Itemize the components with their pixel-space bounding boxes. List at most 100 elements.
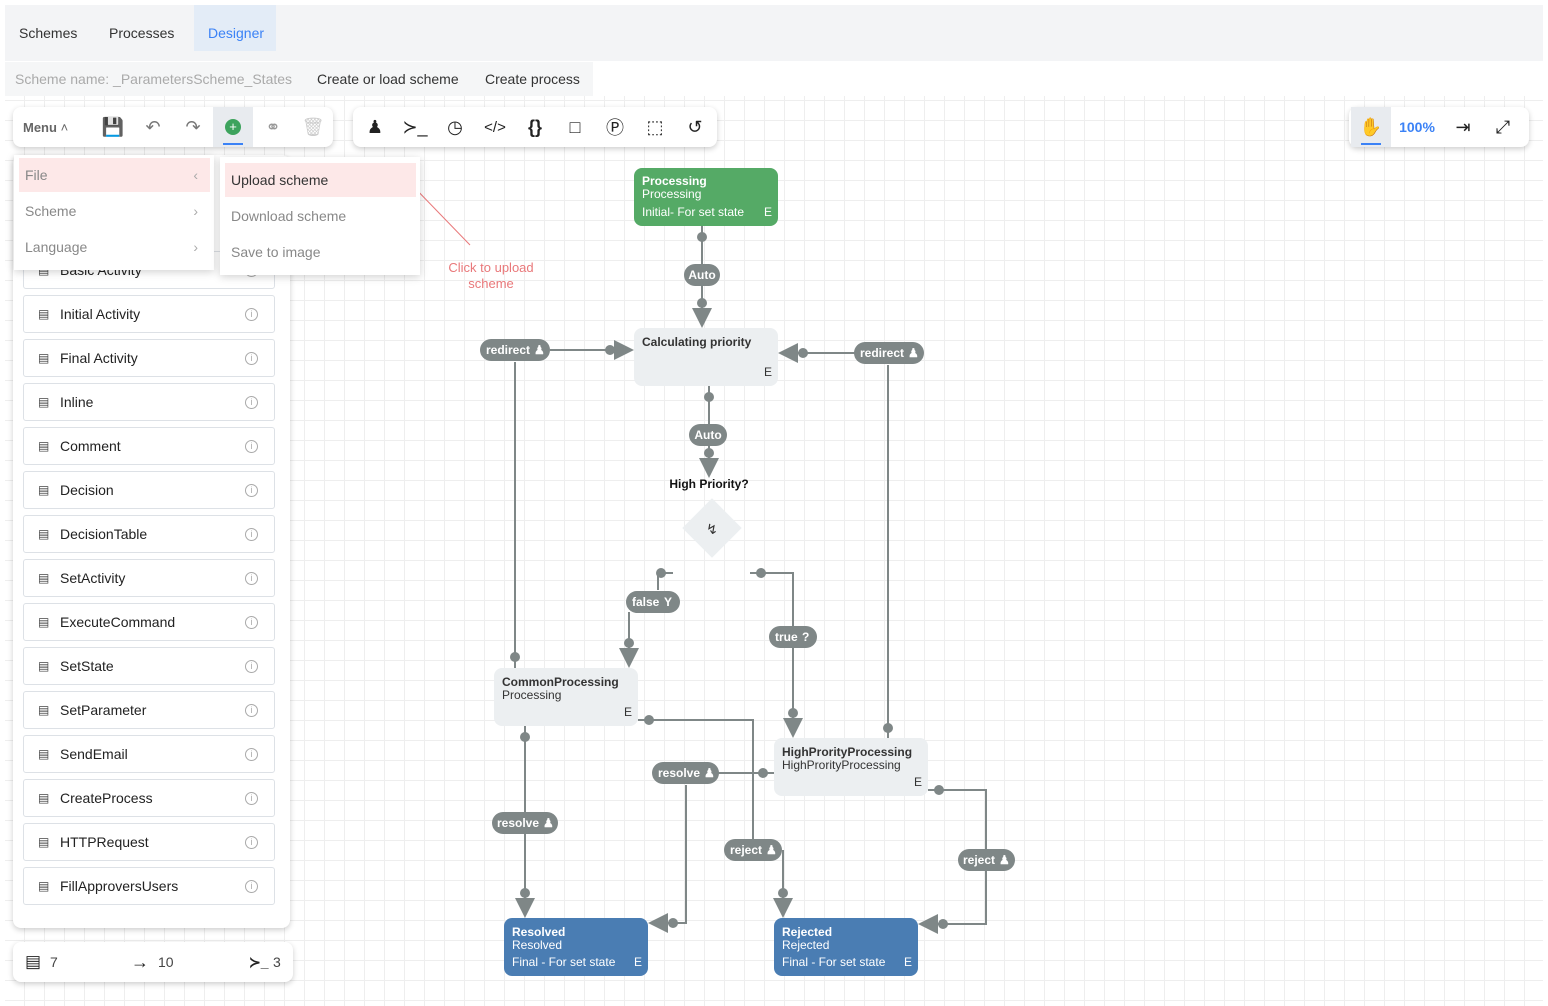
node-common-processing[interactable]: CommonProcessing Processing E: [494, 668, 638, 726]
menu-item-save-to-image[interactable]: Save to image: [231, 244, 321, 260]
label-redirect-left[interactable]: redirect: [486, 343, 530, 357]
label-false[interactable]: false: [632, 595, 660, 609]
main-menu: File‹ Scheme› Language›: [14, 155, 214, 270]
scheme-name-input[interactable]: Scheme name: _ParametersScheme_States: [15, 71, 293, 87]
node-high-priority-decision[interactable]: High Priority? ↯: [669, 477, 749, 558]
info-icon[interactable]: i: [245, 615, 258, 629]
label-auto2[interactable]: Auto: [694, 428, 721, 442]
info-icon[interactable]: i: [245, 835, 258, 849]
svg-text:High Priority?: High Priority?: [669, 477, 748, 491]
selection-icon[interactable]: ⬚: [646, 116, 664, 137]
label-auto1[interactable]: Auto: [688, 268, 715, 282]
history-icon[interactable]: ↺: [687, 116, 703, 137]
svg-text:Final - For set state: Final - For set state: [782, 955, 886, 969]
main-toolbar: Menu ˄ 💾 ↶ ↷ + ⚭ 🗑: [13, 107, 333, 147]
label-resolve1[interactable]: resolve: [497, 816, 539, 830]
node-rejected[interactable]: Rejected Rejected Final - For set state …: [774, 918, 918, 976]
info-icon[interactable]: i: [245, 351, 258, 365]
fullscreen-icon[interactable]: ⤢: [1495, 116, 1511, 137]
delete-icon[interactable]: 🗑: [301, 116, 325, 137]
node-processing[interactable]: Processing Processing Initial- For set s…: [634, 168, 778, 226]
info-icon[interactable]: i: [245, 703, 258, 717]
code-icon[interactable]: </>: [484, 118, 506, 136]
tab-designer[interactable]: Designer: [194, 5, 276, 51]
label-redirect-right[interactable]: redirect: [860, 346, 904, 360]
menu-item-download-scheme[interactable]: Download scheme: [231, 208, 347, 224]
label-reject2[interactable]: reject: [963, 853, 995, 867]
activity-icon: ▤: [38, 615, 50, 629]
menu-item-scheme[interactable]: Scheme›: [25, 203, 198, 219]
svg-text:Calculating priority: Calculating priority: [642, 335, 752, 349]
palette-item-label: DecisionTable: [60, 526, 148, 542]
tab-processes[interactable]: Processes: [109, 25, 175, 41]
info-icon[interactable]: i: [245, 747, 258, 761]
info-icon[interactable]: i: [245, 571, 258, 585]
toggle-icon[interactable]: ⚭: [265, 116, 281, 137]
redo-icon[interactable]: ↷: [185, 116, 201, 137]
svg-text:CommonProcessing: CommonProcessing: [502, 675, 619, 689]
save-icon[interactable]: 💾: [101, 116, 125, 137]
node-calculating-priority[interactable]: Calculating priority E: [634, 328, 778, 386]
timer-icon[interactable]: ◷: [447, 116, 463, 137]
info-icon[interactable]: i: [245, 307, 258, 321]
palette-item-label: SetState: [60, 658, 114, 674]
svg-text:Processing: Processing: [642, 174, 707, 188]
edge-true[interactable]: [750, 572, 803, 738]
activity-icon: ▤: [38, 659, 50, 673]
add-icon[interactable]: +: [213, 107, 253, 147]
activity-icon: ▤: [38, 879, 50, 893]
node-resolved[interactable]: Resolved Resolved Final - For set state …: [504, 918, 648, 976]
menu-button[interactable]: Menu ˄: [23, 119, 69, 135]
transitions-icon: →: [131, 952, 149, 972]
command-icon[interactable]: ≻_: [402, 116, 428, 137]
info-icon[interactable]: i: [245, 527, 258, 541]
parameter-icon[interactable]: Ⓟ: [606, 118, 624, 138]
undo-icon[interactable]: ↶: [145, 116, 161, 137]
svg-text:♟: ♟: [908, 346, 919, 360]
activities-icon: ▤: [25, 952, 42, 971]
info-icon[interactable]: i: [245, 659, 258, 673]
menu-item-language[interactable]: Language›: [25, 239, 198, 255]
info-icon[interactable]: i: [245, 395, 258, 409]
svg-text:HighProrityProcessing: HighProrityProcessing: [782, 758, 901, 772]
info-icon[interactable]: i: [245, 439, 258, 453]
edge-reject1[interactable]: [638, 719, 783, 916]
activity-icon: ▤: [38, 395, 50, 409]
actor-icon[interactable]: ♟: [366, 116, 384, 137]
palette-item[interactable]: ▤ SetState i: [23, 647, 275, 685]
label-resolve2[interactable]: resolve: [658, 766, 700, 780]
label-true[interactable]: true: [775, 630, 798, 644]
svg-text:Rejected: Rejected: [782, 925, 832, 939]
edge-false[interactable]: [629, 572, 673, 666]
menu-item-upload-scheme[interactable]: Upload scheme: [225, 163, 416, 197]
info-icon[interactable]: i: [245, 791, 258, 805]
svg-text:Resolved: Resolved: [512, 938, 562, 952]
create-load-scheme-button[interactable]: Create or load scheme: [317, 71, 459, 87]
menu-item-file[interactable]: File‹: [19, 158, 210, 192]
info-icon[interactable]: i: [245, 879, 258, 893]
fit-width-icon[interactable]: ⇥: [1455, 116, 1471, 137]
zoom-level[interactable]: 100%: [1399, 119, 1435, 135]
create-process-button[interactable]: Create process: [485, 71, 580, 87]
braces-icon[interactable]: {}: [527, 116, 542, 137]
pan-hand-icon[interactable]: ✋: [1351, 107, 1391, 147]
label-reject1[interactable]: reject: [730, 843, 762, 857]
tab-schemes[interactable]: Schemes: [19, 25, 78, 41]
info-icon[interactable]: i: [245, 483, 258, 497]
svg-text:Initial- For set state: Initial- For set state: [642, 205, 744, 219]
node-high-priority-processing[interactable]: HighProrityProcessing HighProrityProcess…: [774, 738, 928, 796]
comment-icon[interactable]: □: [569, 116, 581, 137]
